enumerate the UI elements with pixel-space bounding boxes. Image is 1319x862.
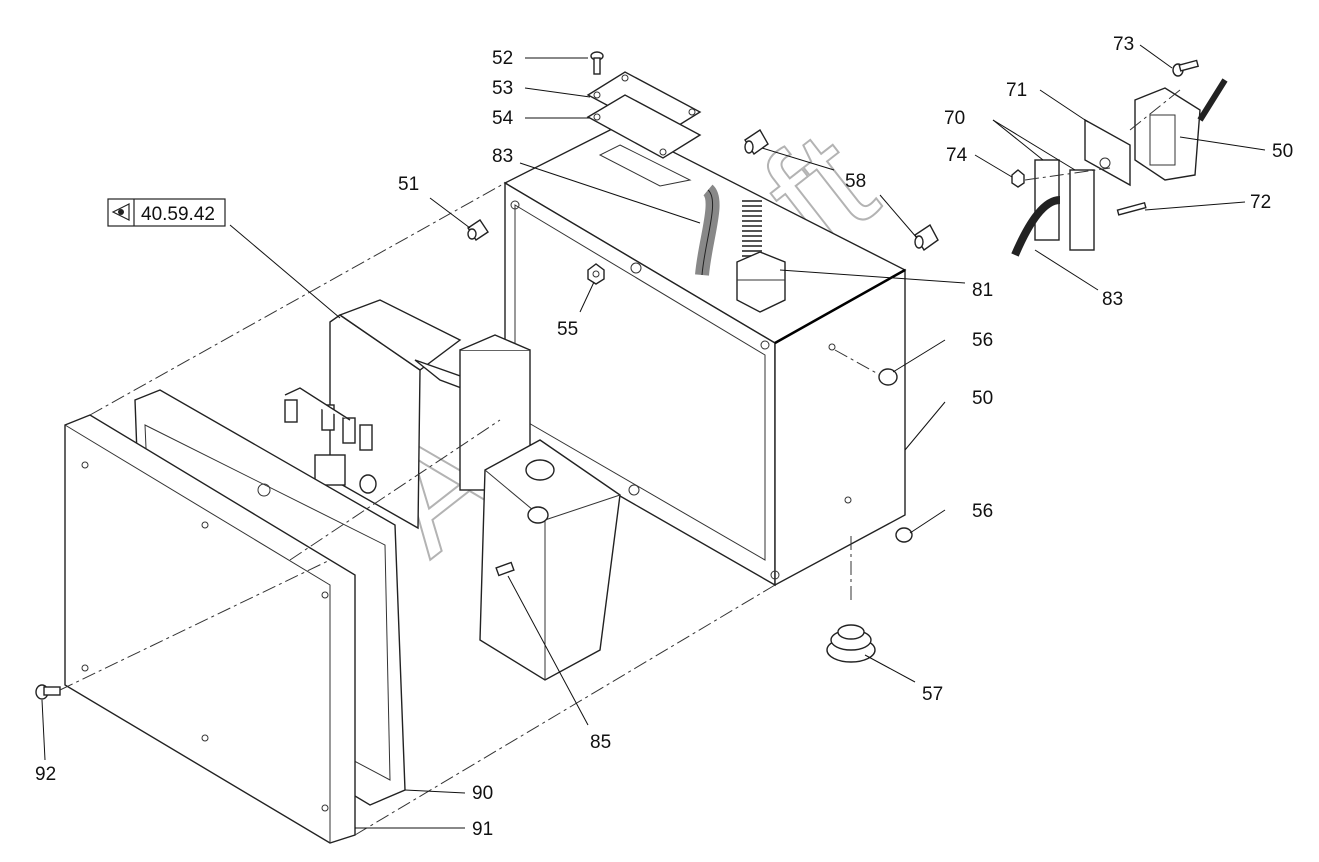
reference-box[interactable]: 40.59.42 [107, 198, 341, 319]
part-label-72[interactable]: 72 [1250, 192, 1271, 213]
plug-56-lower [895, 527, 913, 543]
screw-92 [35, 684, 61, 700]
part-label-53[interactable]: 53 [492, 78, 513, 99]
reference-code: 40.59.42 [141, 204, 215, 225]
circuit-board [284, 299, 462, 530]
part-label-54[interactable]: 54 [492, 108, 514, 129]
part-label-74[interactable]: 74 [946, 145, 968, 166]
part-label-85[interactable]: 85 [590, 732, 611, 753]
leader-lines [41, 44, 1266, 829]
part-label-52[interactable]: 52 [492, 48, 513, 69]
flange-50-side [1134, 78, 1228, 181]
part-label-90[interactable]: 90 [472, 783, 493, 804]
part-label-56[interactable]: 56 [972, 330, 993, 351]
screw-72 [1116, 201, 1147, 216]
screw-52 [590, 51, 604, 75]
part-label-70[interactable]: 70 [944, 108, 965, 129]
part-label-83[interactable]: 83 [1102, 289, 1123, 310]
screw-73 [1172, 59, 1200, 77]
nut-74 [1011, 169, 1025, 188]
clamp-70-right [1069, 169, 1095, 251]
grommet-57 [826, 624, 876, 663]
plug-56-upper [878, 368, 898, 386]
cover-gasket [586, 94, 702, 159]
part-label-57[interactable]: 57 [922, 684, 943, 705]
nut-58-side [914, 223, 939, 252]
nut-55 [587, 263, 605, 285]
part-label-91[interactable]: 91 [472, 819, 493, 840]
part-label-83[interactable]: 83 [492, 146, 513, 167]
part-label-56[interactable]: 56 [972, 501, 993, 522]
plug-51 [467, 219, 489, 241]
part-label-50[interactable]: 50 [972, 388, 993, 409]
part-label-51[interactable]: 51 [398, 174, 419, 195]
part-labels: 52 53 54 83 51 58 55 81 56 50 56 57 85 9… [35, 34, 1293, 840]
part-label-50[interactable]: 50 [1272, 141, 1293, 162]
part-label-55[interactable]: 55 [557, 319, 578, 340]
cable-gland-81 [736, 200, 786, 313]
cable-83-side [1011, 196, 1061, 257]
module-85 [479, 439, 621, 681]
part-label-92[interactable]: 92 [35, 764, 56, 785]
eye-icon [111, 203, 130, 221]
part-label-81[interactable]: 81 [972, 280, 993, 301]
part-label-73[interactable]: 73 [1113, 34, 1134, 55]
part-label-58[interactable]: 58 [845, 171, 866, 192]
center-lines [59, 89, 1181, 836]
bracket-plate-71 [1084, 118, 1131, 187]
cable-83 [695, 184, 720, 276]
part-label-71[interactable]: 71 [1006, 80, 1027, 101]
